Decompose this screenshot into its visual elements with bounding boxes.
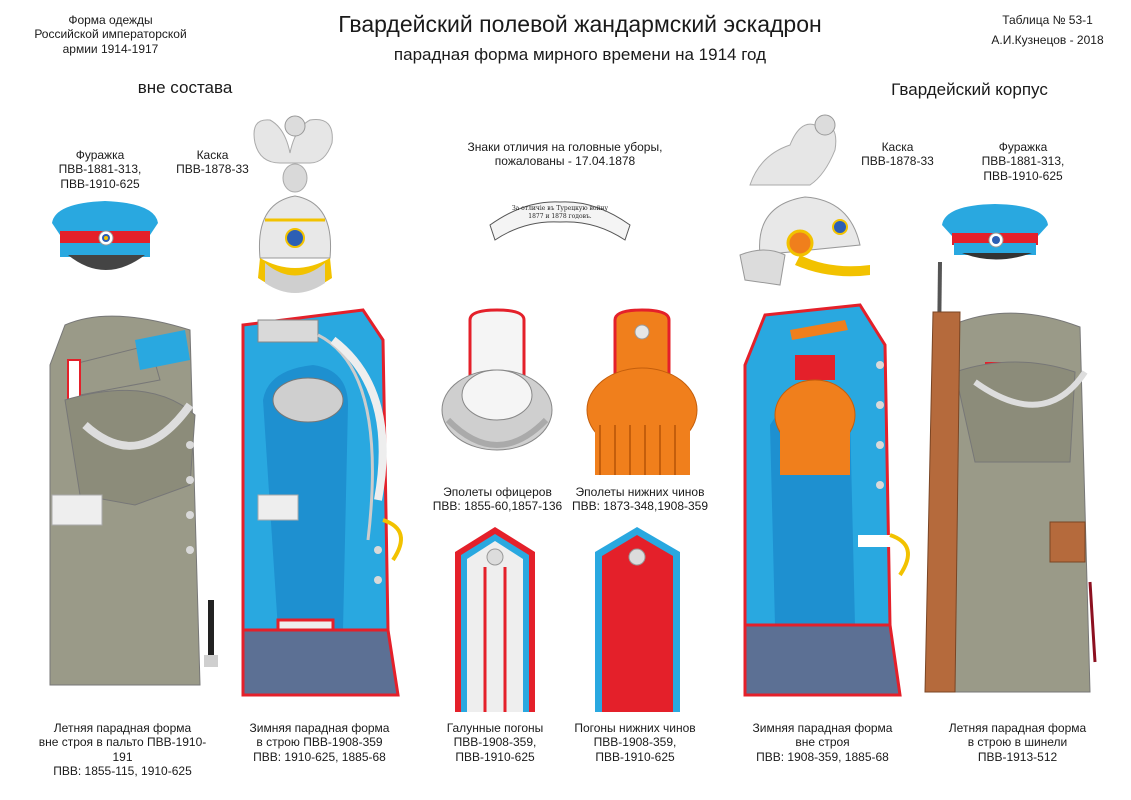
cap-label-right: Фуражка ПВВ-1881-313, ПВВ-1910-625 — [981, 140, 1065, 183]
cap-label-left: Фуражка ПВВ-1881-313, ПВВ-1910-625 — [58, 148, 142, 191]
epaulette-ranks-label: Эполеты нижних чинов ПВВ: 1873-348,1908-… — [571, 485, 709, 514]
caption-summer-coat: Летняя парадная форма вне строя в пальто… — [38, 721, 207, 779]
helmet-illustration-right — [739, 114, 870, 286]
table-number: Таблица № 53-1 — [1002, 13, 1093, 27]
insignia-note: Знаки отличия на головные уборы, пожалов… — [467, 140, 663, 169]
cap-illustration-left — [52, 201, 158, 270]
helmet-illustration-left — [253, 115, 333, 293]
ribbon-insignia: За отличіе въ Турецкую войну 1877 и 1878… — [489, 201, 631, 241]
epaulette-lower-ranks — [586, 308, 698, 475]
cap-illustration-right — [942, 204, 1048, 260]
ribbon-line-2: 1877 и 1878 годовъ. — [528, 213, 592, 220]
section-label-left: вне состава — [137, 78, 233, 97]
epaulette-officer — [441, 308, 553, 451]
epaulette-officer-label: Эполеты офицеров ПВВ: 1855-60,1857-136 — [432, 485, 563, 514]
figure-winter-off-duty — [743, 303, 910, 697]
page-title: Гвардейский полевой жандармский эскадрон — [338, 11, 822, 37]
uniform-series-note: Форма одежды Российской императорской ар… — [34, 13, 187, 56]
author-credit: А.И.Кузнецов - 2018 — [991, 33, 1104, 47]
figure-summer-coat — [49, 315, 218, 686]
page-subtitle: парадная форма мирного времени на 1914 г… — [393, 45, 767, 64]
helmet-label-left: Каска ПВВ-1878-33 — [176, 148, 249, 177]
figure-summer-greatcoat — [924, 261, 1097, 693]
caption-winter-off-duty: Зимняя парадная форма вне строя ПВВ: 190… — [752, 721, 893, 764]
shoulder-board-lower-ranks — [595, 527, 680, 712]
ribbon-line-1: За отличіе въ Турецкую войну — [512, 205, 609, 212]
shoulder-galloon-label: Галунные погоны ПВВ-1908-359, ПВВ-1910-6… — [446, 721, 544, 764]
shoulder-board-galloon — [455, 527, 535, 712]
figure-winter-formation — [241, 308, 403, 697]
shoulder-ranks-label: Погоны нижних чинов ПВВ-1908-359, ПВВ-19… — [574, 721, 696, 764]
caption-winter-formation: Зимняя парадная форма в строю ПВВ-1908-3… — [249, 721, 390, 764]
section-label-right: Гвардейский корпус — [891, 80, 1048, 99]
caption-summer-greatcoat: Летняя парадная форма в строю в шинели П… — [948, 721, 1087, 764]
helmet-label-right: Каска ПВВ-1878-33 — [861, 140, 934, 169]
